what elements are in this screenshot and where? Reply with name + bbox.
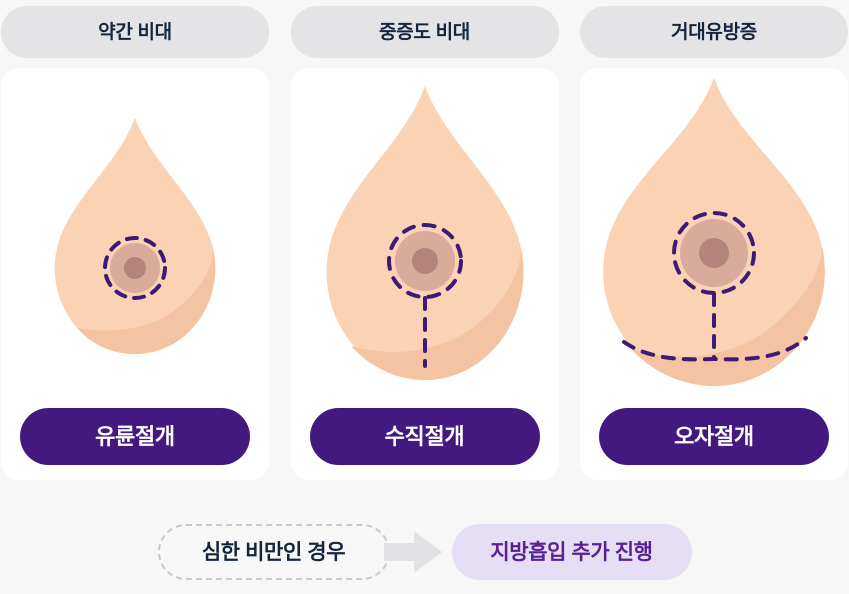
result-pill-label: 지방흡입 추가 진행 bbox=[490, 540, 653, 564]
condition-pill: 심한 비만인 경우 bbox=[157, 524, 390, 580]
incision-button-periareolar[interactable]: 유륜절개 bbox=[20, 408, 250, 465]
illustration-card-row: 유륜절개 수직절개 bbox=[0, 68, 849, 480]
breast-anchor-incision-illustration bbox=[580, 68, 848, 388]
category-header-label: 중증도 비대 bbox=[379, 21, 470, 43]
card-moderate: 수직절개 bbox=[290, 68, 559, 480]
incision-button-vertical[interactable]: 수직절개 bbox=[309, 408, 540, 465]
arrow-right-icon bbox=[383, 530, 442, 574]
incision-button-anchor[interactable]: 오자절개 bbox=[599, 408, 829, 465]
category-header-label: 거대유방증 bbox=[671, 21, 757, 43]
category-header-moderate: 중증도 비대 bbox=[290, 6, 559, 58]
card-mild: 유륜절개 bbox=[1, 68, 269, 480]
result-pill: 지방흡입 추가 진행 bbox=[451, 524, 692, 580]
footer-flow-row: 심한 비만인 경우 지방흡입 추가 진행 bbox=[0, 512, 849, 592]
category-header-label: 약간 비대 bbox=[98, 21, 172, 43]
category-header-row: 약간 비대 중증도 비대 거대유방증 bbox=[0, 6, 849, 58]
category-header-severe: 거대유방증 bbox=[580, 6, 848, 58]
incision-button-label: 오자절개 bbox=[674, 423, 754, 449]
breast-vertical-incision-illustration bbox=[291, 68, 559, 388]
incision-button-label: 유륜절개 bbox=[95, 423, 175, 449]
condition-pill-label: 심한 비만인 경우 bbox=[201, 540, 346, 564]
card-severe: 오자절개 bbox=[580, 68, 848, 480]
incision-button-label: 수직절개 bbox=[384, 423, 465, 449]
category-header-mild: 약간 비대 bbox=[1, 6, 269, 58]
breast-periareolar-incision-illustration bbox=[1, 68, 269, 388]
